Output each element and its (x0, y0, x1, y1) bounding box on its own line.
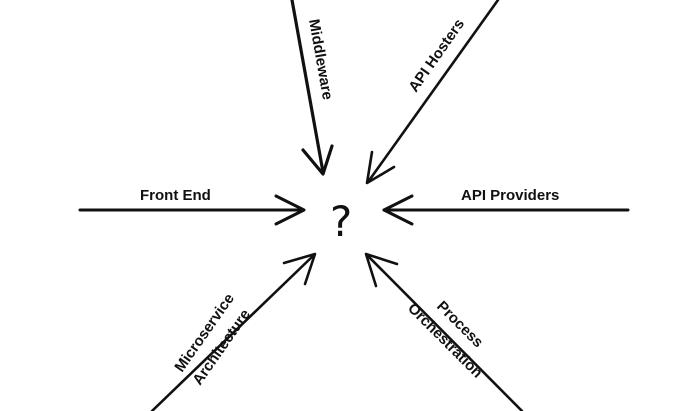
arrow-api-hosters-head (365, 150, 396, 185)
arrow-middleware: Middleware (290, 0, 336, 176)
arrow-api-hosters: API Hosters (365, 0, 500, 185)
arrow-api-providers: API Providers (382, 187, 630, 226)
arrow-api-providers-head (382, 194, 414, 226)
arrow-microservice-shaft (150, 253, 316, 411)
arrow-api-hosters-shaft (366, 0, 500, 184)
arrow-middleware-shaft (290, 0, 325, 174)
arrow-process-shaft (365, 253, 524, 411)
center-question-mark: ? (330, 197, 352, 246)
arrow-front-end: Front End (78, 187, 306, 226)
arrow-microservice-architecture: Microservice Architecture (150, 252, 317, 411)
arrow-microservice-head (282, 252, 317, 286)
arrow-process-orchestration: Process Orchestration (364, 252, 524, 411)
arrow-process-head (364, 252, 399, 288)
label-front-end: Front End (140, 187, 211, 204)
arrow-middleware-head (301, 144, 334, 176)
label-api-providers: API Providers (461, 187, 559, 204)
arrow-front-end-head (274, 194, 306, 226)
label-middleware: Middleware (305, 18, 336, 101)
